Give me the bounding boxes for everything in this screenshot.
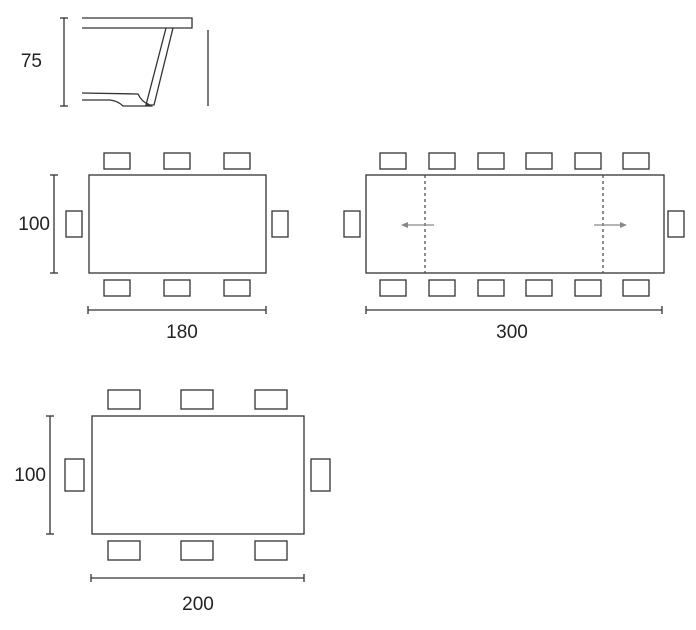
side-height-label: 75 xyxy=(21,51,42,72)
chair-bottom-1 xyxy=(379,279,407,297)
chair-bottom-2 xyxy=(428,279,456,297)
chair-top-4 xyxy=(525,152,553,170)
table-base-profile xyxy=(81,92,154,107)
chair-top-5 xyxy=(574,152,602,170)
chair-bottom-2 xyxy=(180,540,214,561)
chair-bottom-1 xyxy=(107,540,141,561)
chair-top-2 xyxy=(180,389,214,410)
depth-label: 100 xyxy=(18,214,50,235)
length-label: 200 xyxy=(182,594,214,615)
table-top-180 xyxy=(88,174,267,274)
chair-bottom-2 xyxy=(163,279,191,297)
table-top-200 xyxy=(91,415,305,535)
chair-bottom-3 xyxy=(477,279,505,297)
chair-bottom-3 xyxy=(223,279,251,297)
length-label: 180 xyxy=(166,322,198,343)
chair-top-3 xyxy=(223,152,251,170)
length-label: 300 xyxy=(496,322,528,343)
depth-label: 100 xyxy=(14,465,46,486)
chair-bottom-4 xyxy=(525,279,553,297)
chair-bottom-5 xyxy=(574,279,602,297)
side-view: 75 xyxy=(21,17,209,107)
chair-right xyxy=(310,458,331,492)
chair-left xyxy=(343,210,361,238)
chair-bottom-1 xyxy=(103,279,131,297)
chair-left xyxy=(65,210,83,238)
chair-top-1 xyxy=(379,152,407,170)
plan-300-extended: 300 xyxy=(343,152,685,343)
chair-bottom-6 xyxy=(622,279,650,297)
table-top-300 xyxy=(365,174,665,274)
chair-top-2 xyxy=(163,152,191,170)
plan-200x100: 100 200 xyxy=(14,389,331,615)
chair-top-1 xyxy=(103,152,131,170)
extend-left-arrowhead xyxy=(401,222,408,228)
chair-right xyxy=(667,210,685,238)
chair-top-6 xyxy=(622,152,650,170)
chair-right xyxy=(271,210,289,238)
chair-left xyxy=(64,458,85,492)
tabletop-profile xyxy=(82,17,193,29)
chair-bottom-3 xyxy=(254,540,288,561)
plan-180x100: 100 180 xyxy=(18,152,289,343)
chair-top-3 xyxy=(477,152,505,170)
extend-right-arrowhead xyxy=(620,222,627,228)
chair-top-3 xyxy=(254,389,288,410)
table-leg-profile xyxy=(145,27,174,106)
chair-top-1 xyxy=(107,389,141,410)
chair-top-2 xyxy=(428,152,456,170)
